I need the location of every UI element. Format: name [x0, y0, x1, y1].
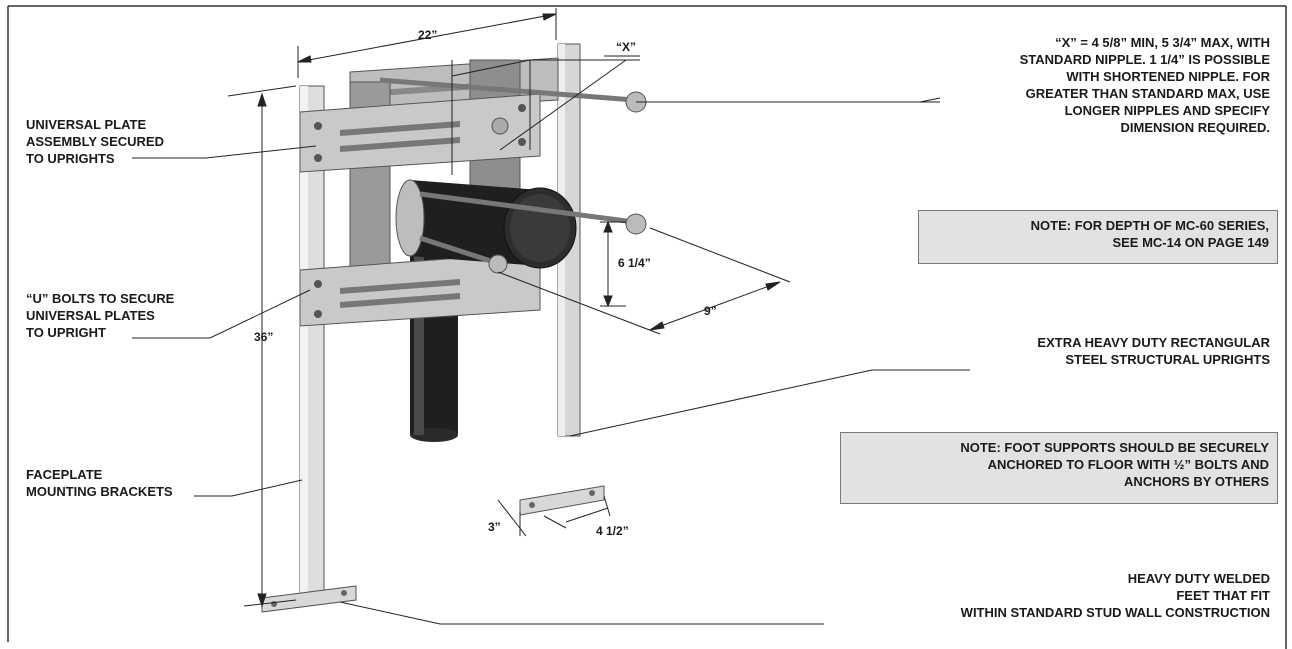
feet-line-1: HEAVY DUTY WELDED	[1127, 571, 1270, 586]
dim-foot-length-label: 4 1/2”	[596, 524, 629, 538]
u-bolts-line-3: TO UPRIGHT	[26, 325, 106, 340]
depth-note-line-2: SEE MC-14 ON PAGE 149	[1112, 235, 1269, 250]
faceplate-callout: FACEPLATE MOUNTING BRACKETS	[26, 466, 173, 500]
foot-supports-note-box: NOTE: FOOT SUPPORTS SHOULD BE SECURELY A…	[840, 432, 1278, 504]
uprights-line-1: EXTRA HEAVY DUTY RECTANGULAR	[1037, 335, 1270, 350]
faceplate-line-1: FACEPLATE	[26, 467, 103, 482]
dim-foot-width-label: 3”	[488, 520, 501, 534]
x-spec-callout: “X” = 4 5/8” MIN, 5 3/4” MAX, WITH STAND…	[900, 34, 1270, 136]
foot-supports-line-1: NOTE: FOOT SUPPORTS SHOULD BE SECURELY	[960, 440, 1269, 455]
universal-plate-callout: UNIVERSAL PLATE ASSEMBLY SECURED TO UPRI…	[26, 116, 164, 167]
depth-note-box: NOTE: FOR DEPTH OF MC-60 SERIES, SEE MC-…	[918, 210, 1278, 264]
universal-plate-line-3: TO UPRIGHTS	[26, 151, 115, 166]
depth-note-line-1: NOTE: FOR DEPTH OF MC-60 SERIES,	[1030, 218, 1269, 233]
x-spec-line-1: “X” = 4 5/8” MIN, 5 3/4” MAX, WITH	[1055, 35, 1270, 50]
upper-rod	[379, 77, 635, 103]
upper-universal-plate	[299, 93, 541, 173]
carrier-illustration	[261, 43, 647, 613]
foot-supports-line-2: ANCHORED TO FLOOR WITH ½” BOLTS AND	[987, 457, 1269, 472]
feet-line-2: FEET THAT FIT	[1176, 588, 1270, 603]
dim-height-label: 36”	[254, 330, 274, 344]
page-frame	[7, 5, 1287, 649]
universal-plate-line-1: UNIVERSAL PLATE	[26, 117, 147, 132]
leader-lines	[132, 55, 970, 625]
feet-callout: HEAVY DUTY WELDED FEET THAT FIT WITHIN S…	[840, 570, 1270, 621]
foot-supports-line-3: ANCHORS BY OTHERS	[1124, 474, 1269, 489]
u-bolts-line-1: “U” BOLTS TO SECURE	[26, 291, 175, 306]
feet-line-3: WITHIN STANDARD STUD WALL CONSTRUCTION	[960, 605, 1270, 620]
x-spec-line-4: GREATER THAN STANDARD MAX, USE	[1025, 86, 1270, 101]
x-spec-line-3: WITH SHORTENED NIPPLE. FOR	[1066, 69, 1270, 84]
u-bolts-line-2: UNIVERSAL PLATES	[26, 308, 155, 323]
dim-x-label: “X”	[616, 40, 637, 54]
u-bolts-callout: “U” BOLTS TO SECURE UNIVERSAL PLATES TO …	[26, 290, 174, 341]
x-spec-line-2: STANDARD NIPPLE. 1 1/4” IS POSSIBLE	[1019, 52, 1270, 67]
dim-depth-label: 9”	[704, 304, 717, 318]
x-spec-line-6: DIMENSION REQUIRED.	[1120, 120, 1270, 135]
lower-rod	[419, 191, 635, 225]
back-foot	[519, 485, 605, 516]
dim-rise-label: 6 1/4”	[618, 256, 651, 270]
dim-width-label: 22”	[418, 28, 438, 42]
universal-plate-line-2: ASSEMBLY SECURED	[26, 134, 164, 149]
x-spec-line-5: LONGER NIPPLES AND SPECIFY	[1064, 103, 1270, 118]
dimension-lines	[227, 8, 791, 608]
faceplate-line-2: MOUNTING BRACKETS	[26, 484, 173, 499]
uprights-line-2: STEEL STRUCTURAL UPRIGHTS	[1065, 352, 1270, 367]
uprights-callout: EXTRA HEAVY DUTY RECTANGULAR STEEL STRUC…	[900, 334, 1270, 368]
